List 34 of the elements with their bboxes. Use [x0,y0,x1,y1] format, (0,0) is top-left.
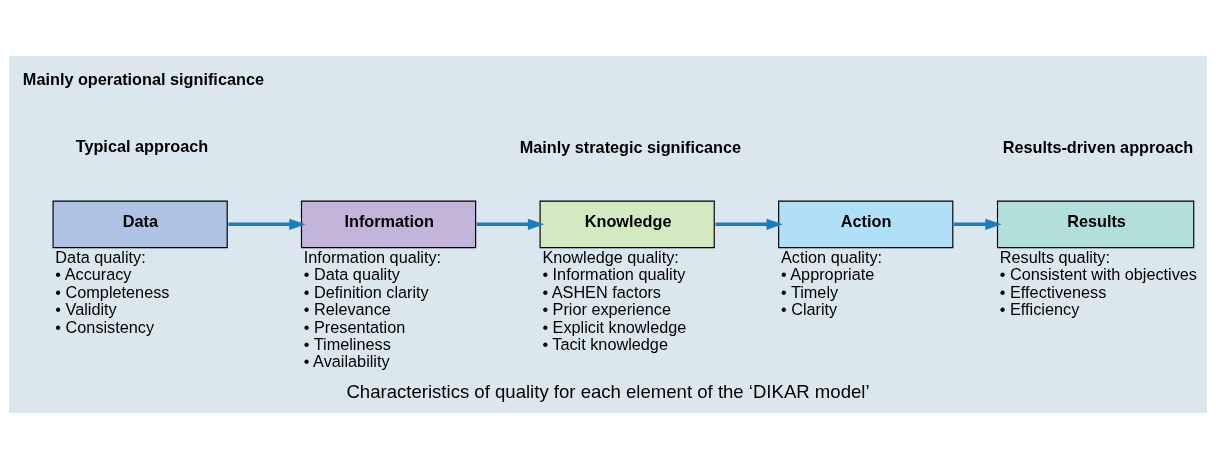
node-label: • Prior experience [542,300,671,319]
arrow [476,218,545,231]
node-label: • ASHEN factors [542,282,661,301]
node-label: Action quality: [780,247,883,266]
node-label: • Effectiveness [999,282,1107,301]
node-label: • Accuracy [55,265,132,284]
node-label: • Validity [55,300,117,319]
node-label: • Consistent with objectives [999,265,1197,284]
node-label: • Relevance [303,300,391,319]
node-label: • Timeliness [303,334,391,353]
node-label: • Timely [780,282,839,301]
node-label: • Efficiency [999,300,1080,319]
node-label: • Appropriate [780,265,875,284]
node-label: Data quality: [55,247,146,266]
label: Typical approach [75,137,209,156]
node-label: • Consistency [55,317,155,336]
node-label: • Availability [303,352,390,371]
node-label: • Explicit knowledge [542,317,687,336]
node-label: Information quality: [303,247,442,266]
label: Results-driven approach [1002,138,1194,157]
node-label: Knowledge quality: [542,247,679,266]
caption: Characteristics of quality for each element of the ‘DIKAR model’ [346,380,870,402]
arrow [953,218,1002,231]
node-label: • Data quality [303,265,400,284]
node-label: • Presentation [303,317,406,336]
node-label: Results quality: [999,247,1111,266]
node-label: • Clarity [780,300,838,319]
node-label: • Definition clarity [303,282,429,301]
node-label: • Information quality [542,265,686,284]
arrow [715,218,783,231]
label: Mainly strategic significance [519,138,742,157]
arrow [228,218,306,231]
node-label: • Completeness [55,282,170,301]
label: Mainly operational significance [22,69,264,88]
